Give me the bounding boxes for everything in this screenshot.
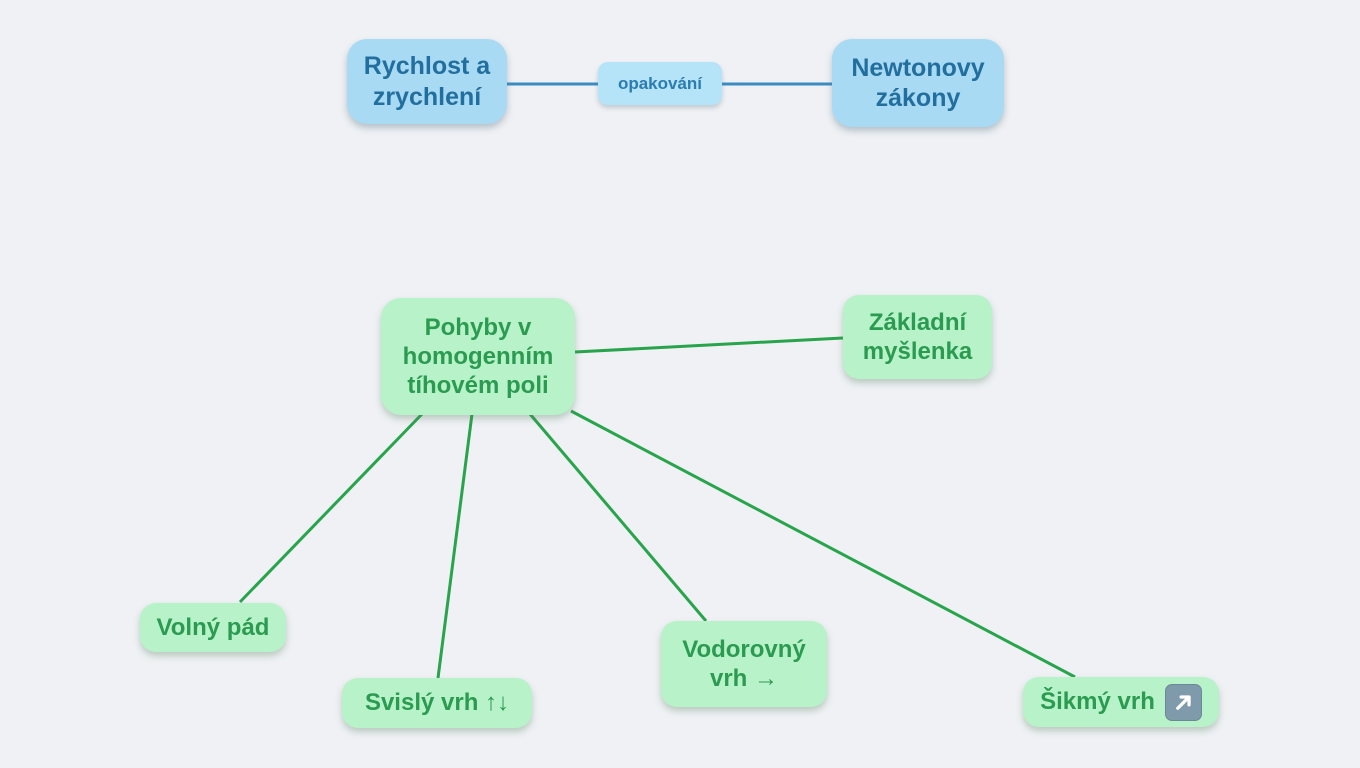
external-link-arrow-icon[interactable] [1164,683,1202,721]
node-label: Newtonovy zákony [851,53,985,113]
node-zakladni-myslenka[interactable]: Základní myšlenka [843,295,992,379]
node-label: Vodorovný vrh → [682,635,806,692]
node-newtonovy-zakony[interactable]: Newtonovy zákony [832,39,1004,127]
edge-pohyby-volny [238,412,424,604]
node-label: Základní myšlenka [862,308,973,365]
node-label: Rychlost a zrychlení [363,52,491,111]
edge-pohyby-sikmy [570,409,1076,679]
edge-pohyby-svisly [436,413,474,679]
node-label: Šikmý vrh [1040,688,1155,716]
node-volny-pad[interactable]: Volný pád [140,603,286,652]
node-rychlost-a-zrychleni[interactable]: Rychlost a zrychlení [347,39,507,124]
node-label: Pohyby v homogenním tíhovém poli [402,313,554,400]
edge-label-text: opakování [617,73,703,93]
node-svisly-vrh[interactable]: Svislý vrh ↑↓ [342,678,532,728]
edge-label-opakovani[interactable]: opakování [598,62,722,105]
node-sikmy-vrh[interactable]: Šikmý vrh [1023,677,1219,727]
node-vodorovny-vrh[interactable]: Vodorovný vrh → [661,621,827,707]
node-label: Volný pád [156,613,270,641]
node-pohyby-v-homogennim-tihovem-poli[interactable]: Pohyby v homogenním tíhovém poli [381,298,575,415]
node-label: Svislý vrh ↑↓ [364,689,510,717]
edge-pohyby-vodorovny [528,413,708,622]
edge-pohyby-zakladni [574,336,844,354]
